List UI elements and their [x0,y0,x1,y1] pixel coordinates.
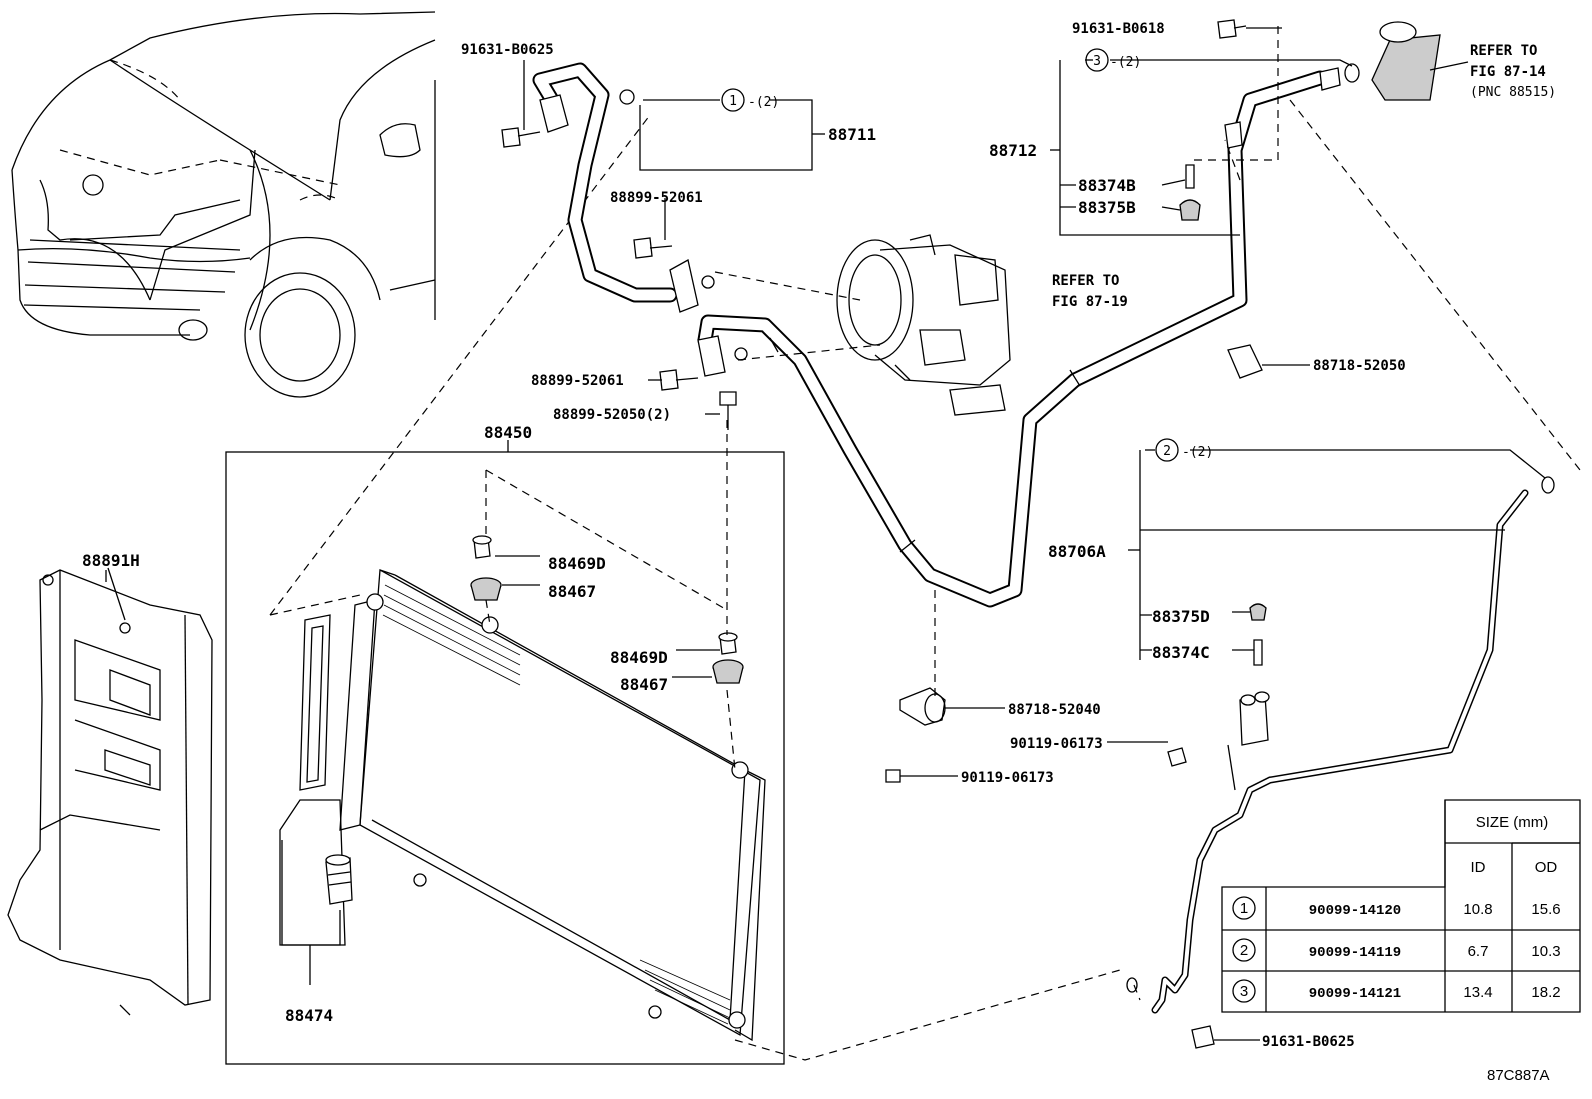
condenser [279,568,766,1042]
callout-88718-52050: 88718-52050 [1313,358,1406,374]
ref-valve-line3: (PNC 88515) [1470,85,1556,100]
row-3-part: 90099-14121 [1309,986,1401,1002]
bolts [501,19,1247,1049]
row-1-ref: 1 [1240,900,1248,917]
callout-91631-b0625-top: 91631-B0625 [461,42,554,58]
row-3-od: 18.2 [1531,984,1560,1001]
leader-lines [105,27,1546,1041]
figure-code: 87C887A [1487,1067,1550,1084]
callout-90119-06173-a: 90119-06173 [1010,736,1103,752]
callout-90119-06173-b: 90119-06173 [961,770,1054,786]
row-1-id: 10.8 [1463,901,1492,918]
liquid-pipe [1126,476,1555,1014]
callout-88469d-a: 88469D [548,554,606,573]
size-table-row: 1 90099-14120 10.8 15.6 [1232,896,1561,920]
callout-91631-b0625-bottom: 91631-B0625 [1262,1034,1355,1050]
part-callouts: 91631-B0625 91631-B0618 88711 88712 8889… [82,21,1406,1050]
fan-shroud [7,569,213,1016]
ref-compressor-line2: FIG 87-19 [1052,294,1128,310]
suction-hose [697,63,1360,608]
callout-88899-52050: 88899-52050(2) [553,407,671,423]
size-table-title: SIZE (mm) [1476,814,1549,831]
row-2-ref: 2 [1240,942,1248,959]
callout-88450: 88450 [484,423,532,442]
size-table-col-id: ID [1471,859,1486,876]
reference-note-compressor: REFER TO FIG 87-19 [1052,273,1128,310]
row-3-ref: 3 [1240,983,1248,1000]
callout-88375b: 88375B [1078,198,1136,217]
callout-88706a: 88706A [1048,542,1106,561]
ref-valve-line1: REFER TO [1470,43,1537,59]
reference-note-valve: REFER TO FIG 87-14 (PNC 88515) [1470,43,1556,100]
row-1-part: 90099-14120 [1309,903,1401,919]
oring-ref-3: 3 -(2) [1085,48,1141,72]
callout-88712: 88712 [989,141,1037,160]
row-1-od: 15.6 [1531,901,1560,918]
callout-88469d-b: 88469D [610,648,668,667]
callout-88374b: 88374B [1078,176,1136,195]
callout-88467-a: 88467 [548,582,596,601]
oring-ref-3-num: 3 [1093,54,1101,69]
size-table: SIZE (mm) ID OD 1 90099-14120 10.8 15.6 … [1221,799,1581,1013]
bushings [470,535,744,684]
row-2-id: 6.7 [1468,943,1489,960]
row-2-od: 10.3 [1531,943,1560,960]
callout-88374c: 88374C [1152,643,1210,662]
oring-ref-3-qty: -(2) [1110,55,1141,70]
oring-ref-1: 1 -(2) [721,88,779,112]
service-caps [1179,164,1267,666]
ref-valve-line2: FIG 87-14 [1470,64,1546,80]
callout-88899-52061-a: 88899-52061 [610,190,703,206]
oring-ref-2: 2 -(2) [1155,438,1213,462]
callout-88891h: 88891H [82,551,140,570]
oring-ref-1-qty: -(2) [748,95,779,110]
callout-88718-52040: 88718-52040 [1008,702,1101,718]
row-3-id: 13.4 [1463,984,1492,1001]
callout-88467-b: 88467 [620,675,668,694]
size-table-col-od: OD [1535,859,1558,876]
callout-91631-b0618: 91631-B0618 [1072,21,1165,37]
condenser-group-box [225,451,785,1065]
clamps [899,344,1263,726]
discharge-hose [532,62,715,313]
oring-ref-1-num: 1 [729,94,737,109]
compressor [836,234,1011,416]
row-2-part: 90099-14119 [1309,945,1401,961]
oring-ref-2-qty: -(2) [1182,445,1213,460]
dryer-cartridge [325,854,353,905]
ref-compressor-line1: REFER TO [1052,273,1119,289]
size-table-row: 3 90099-14121 13.4 18.2 [1232,979,1561,1003]
callout-88899-52061-b: 88899-52061 [531,373,624,389]
callout-88711: 88711 [828,125,876,144]
oring-ref-2-num: 2 [1163,444,1171,459]
callout-88375d: 88375D [1152,607,1210,626]
callout-88474: 88474 [285,1006,333,1025]
size-table-row: 2 90099-14119 6.7 10.3 [1232,938,1561,962]
vehicle-illustration [11,11,436,398]
expansion-valve [1371,21,1469,101]
